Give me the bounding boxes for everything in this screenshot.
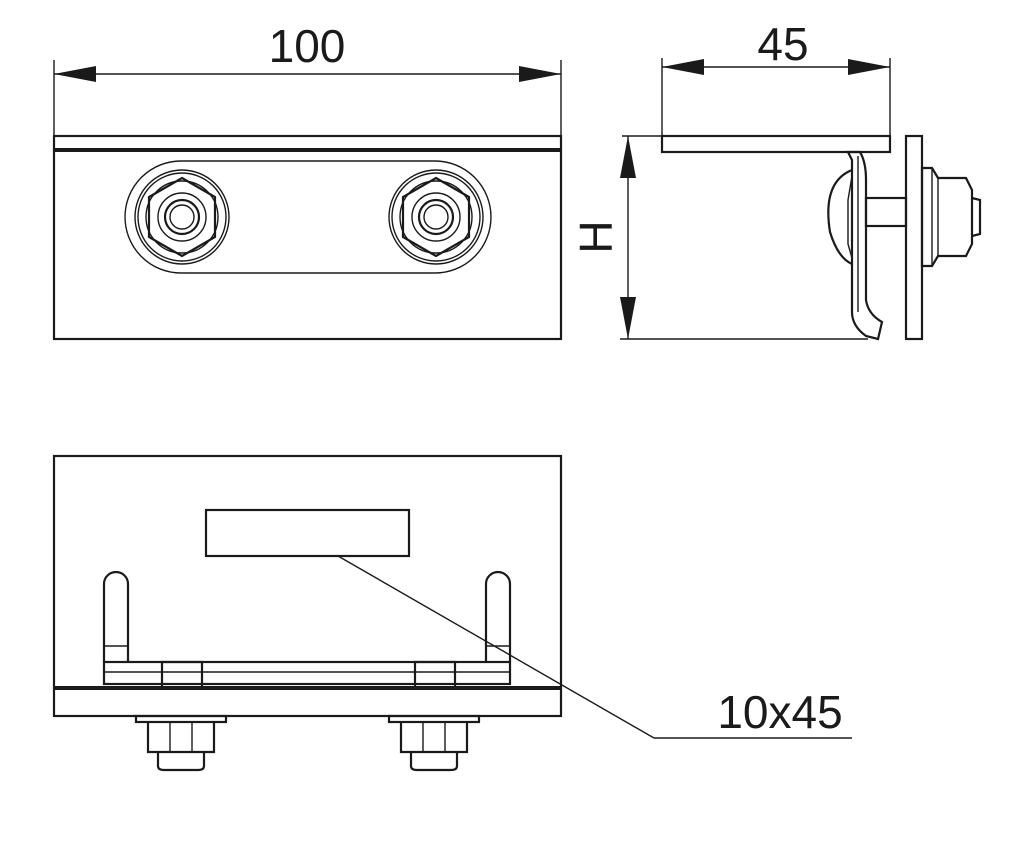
- plan-bolt-right: [387, 714, 481, 772]
- plan-plate: [52, 454, 563, 718]
- dimension-width-label: 100: [269, 20, 346, 72]
- slot-dimension-label: 10x45: [717, 686, 842, 738]
- plan-upright-right: [484, 570, 512, 662]
- front-view: 100: [52, 20, 563, 341]
- side-washer-plate: [904, 134, 924, 341]
- nut-left: [134, 169, 230, 265]
- dimension-height-label: H: [570, 220, 622, 253]
- front-plate: [52, 134, 563, 341]
- plan-slot: [204, 508, 411, 558]
- side-view: 45 H: [570, 18, 982, 341]
- plan-view: 10x45: [52, 454, 852, 772]
- side-nut: [920, 166, 974, 268]
- dimension-depth: 45: [661, 18, 891, 140]
- front-slot: [124, 160, 492, 274]
- plan-clamp-bar: [102, 660, 512, 686]
- dimension-depth-label: 45: [757, 18, 808, 70]
- side-jaw: [846, 150, 884, 341]
- plan-upright-left: [102, 570, 130, 662]
- side-bolt-head: [827, 168, 853, 266]
- side-top-plate: [660, 134, 892, 154]
- nut-right: [388, 169, 484, 265]
- plan-bolt-left: [134, 714, 228, 772]
- dimension-height: H: [570, 135, 868, 340]
- slot-leader: 10x45: [337, 555, 852, 739]
- side-bolt-shank: [864, 196, 908, 228]
- dimension-width: 100: [53, 20, 562, 138]
